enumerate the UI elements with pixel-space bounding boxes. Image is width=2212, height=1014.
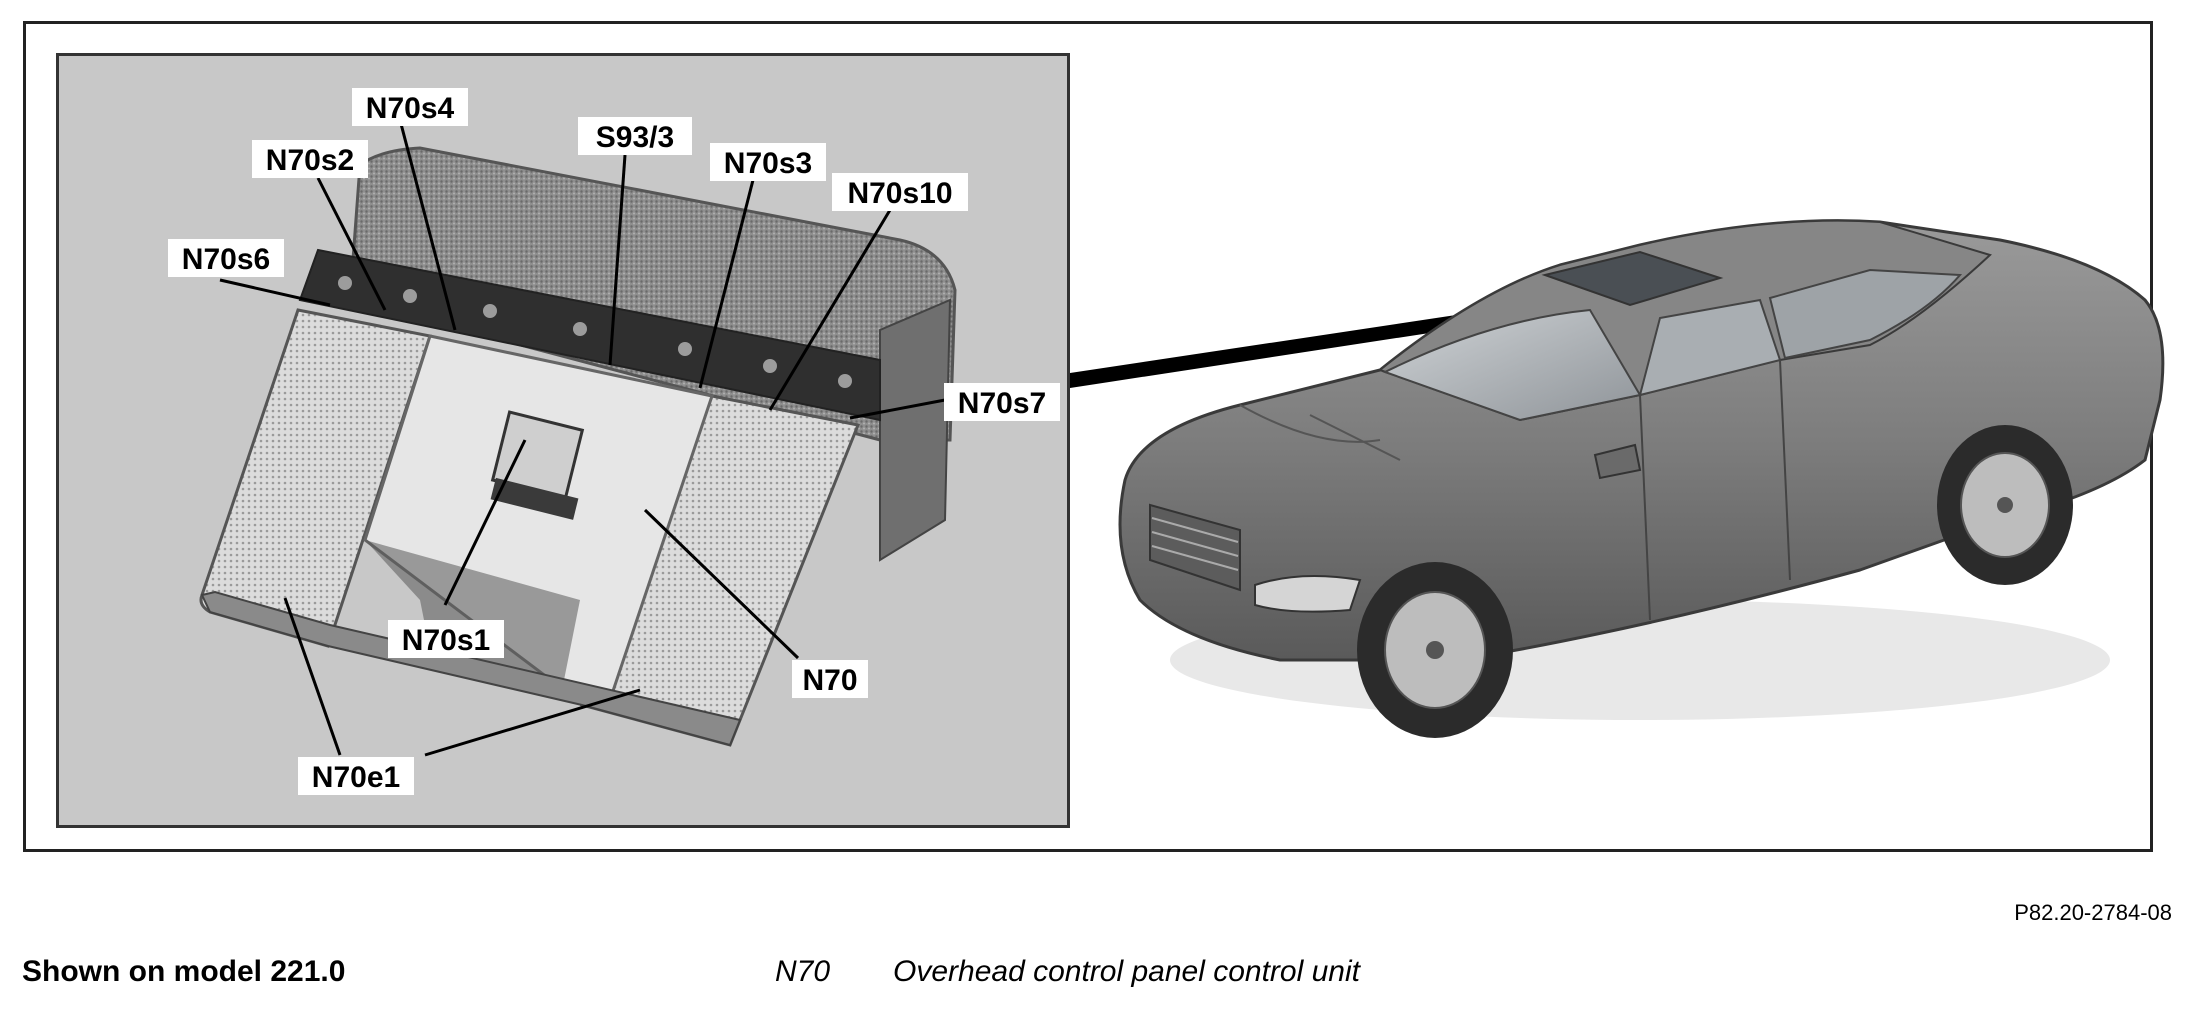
callout-leaders — [219, 119, 946, 757]
callout-box — [388, 620, 504, 658]
callout-box — [832, 173, 968, 211]
callout-box — [944, 383, 1060, 421]
callout-box — [298, 757, 414, 795]
callout-box — [710, 143, 826, 181]
legend-code: N70 — [775, 955, 831, 988]
callout-label-s93-3: S93/3 — [596, 121, 674, 154]
callout-label-n70s1: N70s1 — [402, 624, 490, 657]
overhead-panel-illustration — [199, 146, 957, 747]
callout-box — [792, 660, 868, 698]
legend-description: Overhead control panel control unit — [893, 955, 1360, 988]
connector-wedge — [1070, 300, 1560, 388]
figure-code: P82.20-2784-08 — [2014, 900, 2172, 925]
callout-box — [352, 88, 468, 126]
callout-label-n70e1: N70e1 — [312, 761, 400, 794]
callout-box — [252, 140, 368, 178]
callout-labels: N70s4 N70s2 S93/3 N70s3 N70s10 N70s6 N70… — [168, 88, 1060, 795]
callout-box — [168, 239, 284, 277]
callout-label-n70s10: N70s10 — [847, 177, 952, 210]
car-illustration — [1118, 219, 2165, 738]
callout-label-n70: N70 — [802, 664, 857, 697]
callout-label-n70s6: N70s6 — [182, 243, 270, 276]
callout-label-n70s7: N70s7 — [958, 387, 1046, 420]
callout-label-n70s2: N70s2 — [266, 144, 354, 177]
switch-icons — [338, 276, 852, 388]
callout-label-n70s3: N70s3 — [724, 147, 812, 180]
model-note: Shown on model 221.0 — [22, 955, 346, 988]
callout-box — [578, 117, 692, 155]
callout-label-n70s4: N70s4 — [366, 92, 455, 125]
